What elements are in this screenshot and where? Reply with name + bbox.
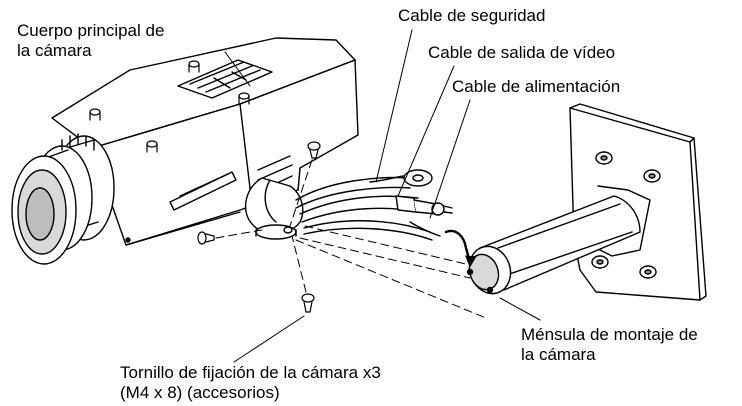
label-mount-bracket: Ménsula de montaje de la cámara (521, 325, 698, 365)
label-power-cable: Cable de alimentación (452, 77, 621, 96)
leader-lines (224, 29, 541, 363)
alignment-lines (215, 159, 487, 319)
label-fixing-screw: Tornillo de fijación de la cámara x3 (M4… (120, 363, 381, 403)
fixing-screws-illustration (197, 141, 321, 313)
lens-illustration (11, 133, 115, 265)
label-mount-bracket-line1: Ménsula de montaje de (521, 325, 698, 344)
mount-bracket-illustration (444, 103, 707, 301)
label-camera-body-line1: Cuerpo principal de (17, 21, 165, 40)
label-mount-bracket-line2: la cámara (521, 345, 596, 364)
label-camera-body: Cuerpo principal de la cámara (17, 21, 164, 61)
label-fixing-screw-line2: (M4 x 8) (accesorios) (120, 383, 280, 402)
camera-body-illustration (43, 37, 359, 265)
label-video-cable: Cable de salida de vídeo (428, 43, 616, 62)
label-fixing-screw-line1: Tornillo de fijación de la cámara x3 (120, 363, 381, 382)
label-safety-cable: Cable de seguridad (398, 6, 546, 25)
cables-illustration (295, 169, 453, 241)
label-camera-body-line2: la cámara (17, 41, 92, 60)
camera-mount-joint-illustration (244, 177, 304, 240)
